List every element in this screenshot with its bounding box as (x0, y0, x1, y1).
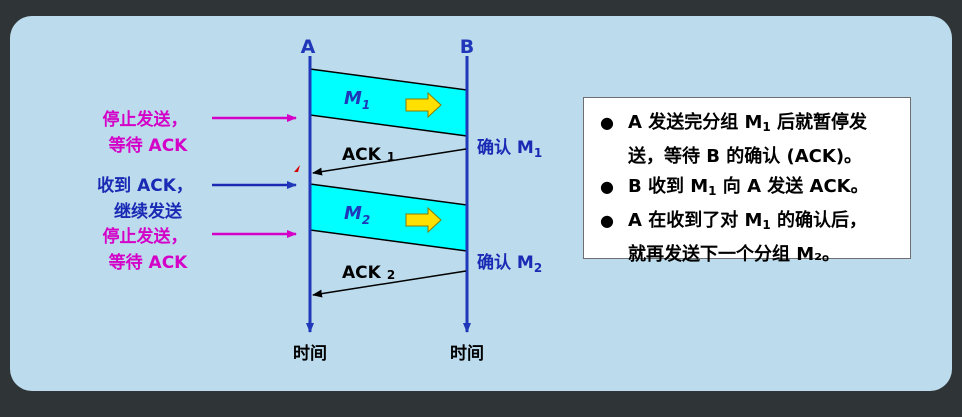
note-line: A 在收到了对 M1 的确认后， (628, 210, 868, 232)
frame-m1-shape (309, 68, 468, 137)
node-b-label: B (460, 36, 474, 58)
bullet-icon: ● (600, 113, 614, 132)
frame-m2: M2 (309, 183, 468, 252)
frame-m1: M1 (309, 68, 468, 137)
time-label-a: 时间 (293, 343, 327, 364)
pen-cursor-icon (294, 165, 300, 172)
ack2-arrow (312, 270, 467, 298)
note-line: B 收到 M1 向 A 发送 ACK。 (628, 176, 869, 198)
frame-m1-label: M1 (344, 88, 370, 112)
time-label-b: 时间 (450, 343, 484, 364)
node-a-label: A (301, 36, 316, 58)
note-item: ● A 在收到了对 M1 的确认后， 就再发送下一个分组 M₂。 (598, 206, 900, 270)
ack1-arrow (312, 148, 467, 176)
confirm-m1-label: 确认 M1 (477, 137, 542, 160)
direction-arrow-icon (405, 206, 442, 234)
bullet-icon: ● (600, 177, 614, 196)
frame-m2-shape (309, 183, 468, 252)
note-line: 就再发送下一个分组 M₂。 (628, 244, 841, 265)
direction-arrow-icon (405, 91, 442, 119)
note-line: 送，等待 B 的确认 (ACK)。 (628, 146, 863, 167)
note-item: ● B 收到 M1 向 A 发送 ACK。 (598, 172, 900, 206)
explanation-box: ● A 发送完分组 M1 后就暂停发 送，等待 B 的确认 (ACK)。 ● B… (583, 97, 911, 265)
stop-sending-label-1: 停止发送， 等待 ACK (103, 109, 194, 156)
received-ack-label: 收到 ACK， 继续发送 (97, 175, 199, 222)
note-item: ● A 发送完分组 M1 后就暂停发 送，等待 B 的确认 (ACK)。 (598, 108, 900, 172)
stop-sending-label-2: 停止发送， 等待 ACK (103, 226, 194, 273)
confirm-m2-label: 确认 M2 (477, 252, 542, 275)
bullet-icon: ● (600, 211, 614, 230)
note-line: A 发送完分组 M1 后就暂停发 (628, 112, 868, 134)
frame-m2-label: M2 (344, 203, 370, 227)
